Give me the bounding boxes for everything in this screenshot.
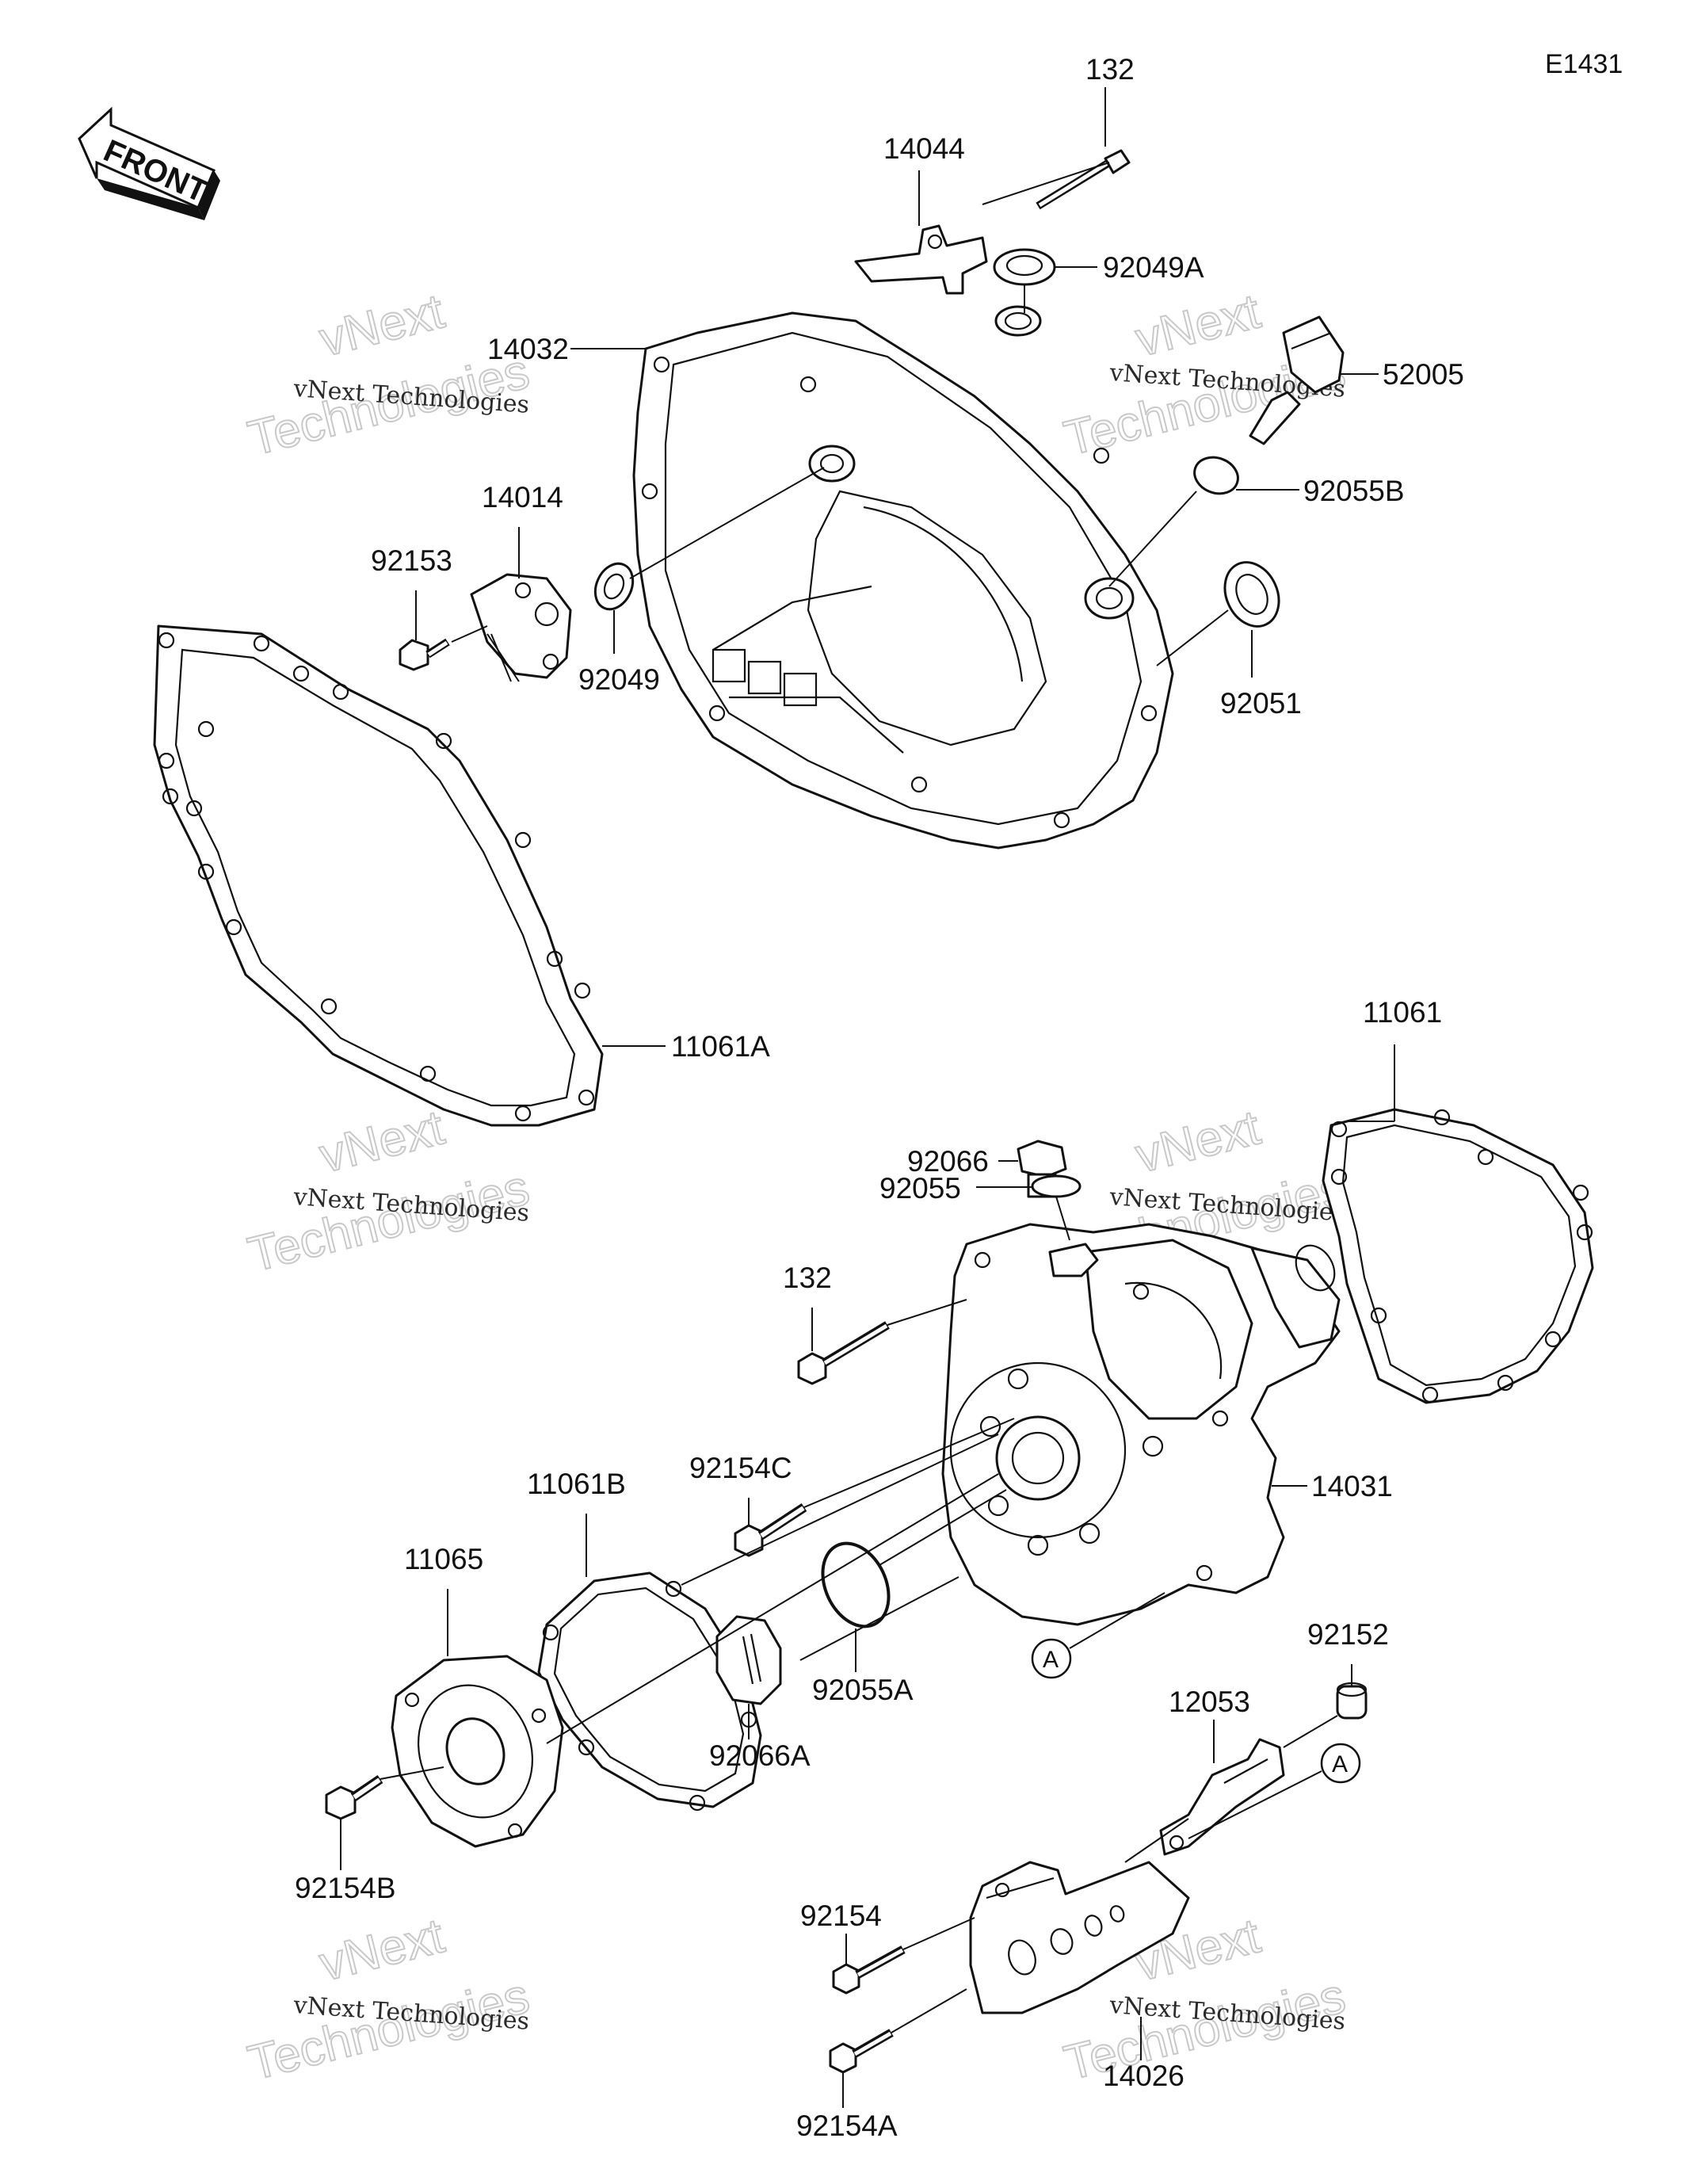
part-label-92055A[interactable]: 92055A: [812, 1674, 914, 1706]
diagram-code: E1431: [1545, 49, 1623, 79]
plate-14014-icon: [470, 573, 572, 679]
cap-92066A-icon: [715, 1615, 782, 1705]
part-label-92154A[interactable]: 92154A: [796, 2110, 898, 2142]
part-label-11061A[interactable]: 11061A: [671, 1030, 770, 1063]
part-label-12053[interactable]: 12053: [1169, 1686, 1250, 1718]
part-label-92049[interactable]: 92049: [578, 663, 660, 696]
part-label-11061B[interactable]: 11061B: [527, 1468, 626, 1500]
collar-92152-icon: [1336, 1682, 1368, 1720]
seal-92051-icon: [1223, 561, 1280, 628]
part-label-14032[interactable]: 14032: [487, 333, 569, 365]
bolt-92154C-icon: [734, 1502, 807, 1557]
clutch-cover-shape: [632, 305, 1174, 850]
part-label-11065[interactable]: 11065: [404, 1543, 483, 1575]
part-label-132-mid[interactable]: 132: [783, 1262, 832, 1294]
part-label-92152[interactable]: 92152: [1307, 1618, 1389, 1651]
part-label-92154[interactable]: 92154: [800, 1900, 882, 1932]
front-arrow-icon: FRONT: [78, 106, 220, 220]
oring-92055B-icon: [1193, 456, 1239, 495]
ref-marker-text: A: [1332, 1751, 1348, 1777]
bolt-92153-icon: [399, 638, 450, 671]
bolt-92154B-icon: [325, 1775, 383, 1820]
cover-11065-icon: [391, 1655, 564, 1848]
part-label-92055B[interactable]: 92055B: [1303, 475, 1405, 507]
gasket-11061A-icon: [153, 624, 604, 1127]
bolt-132-top-icon: [1036, 149, 1131, 210]
watermark-vnext: vNext: [315, 1908, 449, 1991]
watermark-top-left: vNext Technologies vNext Technologies: [242, 283, 536, 467]
part-label-14031[interactable]: 14031: [1311, 1470, 1393, 1502]
part-label-92066[interactable]: 92066: [907, 1145, 989, 1178]
oring-92055-icon: [1031, 1174, 1082, 1198]
part-label-92154C[interactable]: 92154C: [689, 1452, 792, 1484]
seal-92049A-icon: [993, 248, 1056, 286]
oring-92055A-icon: [821, 1541, 891, 1628]
watermark-vnext: vNext: [1131, 284, 1265, 367]
watermark-vnext: vNext: [1131, 1100, 1265, 1183]
part-label-92055[interactable]: 92055: [879, 1172, 961, 1205]
bolt-132-mid-icon: [797, 1321, 890, 1385]
guide-12053-icon: [1159, 1738, 1285, 1856]
part-labels: 132 14044 92049A 14032 52005 92055B 1401…: [295, 53, 1464, 2142]
part-label-132-top[interactable]: 132: [1085, 53, 1135, 86]
bolt-92154A-icon: [829, 2029, 894, 2074]
generator-cover-shape: [941, 1223, 1341, 1626]
gasket-11061B-icon: [537, 1571, 762, 1812]
reference-marker-a-lower: A: [1031, 1638, 1072, 1679]
watermark-bottom-left: vNext Technologies vNext Technologies: [242, 1907, 536, 2091]
watermark-vnext: vNext: [315, 284, 449, 367]
part-label-14044[interactable]: 14044: [883, 132, 965, 165]
gasket-11061-icon: [1322, 1108, 1594, 1404]
watermark-vnext: vNext: [315, 1100, 449, 1183]
leader-lines-upper: [415, 87, 1379, 1047]
part-label-52005[interactable]: 52005: [1383, 358, 1464, 391]
part-label-92066A[interactable]: 92066A: [709, 1739, 811, 1772]
reference-marker-a-right: A: [1320, 1743, 1361, 1784]
ref-marker-text: A: [1043, 1647, 1059, 1673]
bracket-14044-icon: [854, 224, 988, 295]
seal-92049-icon: [593, 562, 635, 611]
part-label-92154B[interactable]: 92154B: [295, 1872, 396, 1904]
leader-lines-lower: [340, 1044, 1395, 2108]
part-label-92049A[interactable]: 92049A: [1103, 251, 1204, 284]
guard-14026-icon: [969, 1861, 1190, 2014]
cap-52005-icon: [1249, 315, 1345, 445]
bolt-92154-icon: [832, 1945, 906, 1995]
part-label-92153[interactable]: 92153: [371, 544, 452, 577]
part-label-11061[interactable]: 11061: [1363, 996, 1442, 1029]
part-label-14014[interactable]: 14014: [482, 481, 563, 514]
part-label-92051[interactable]: 92051: [1220, 687, 1302, 720]
part-label-14026[interactable]: 14026: [1103, 2060, 1185, 2092]
watermark-mid-left: vNext Technologies vNext Technologies: [242, 1099, 536, 1283]
